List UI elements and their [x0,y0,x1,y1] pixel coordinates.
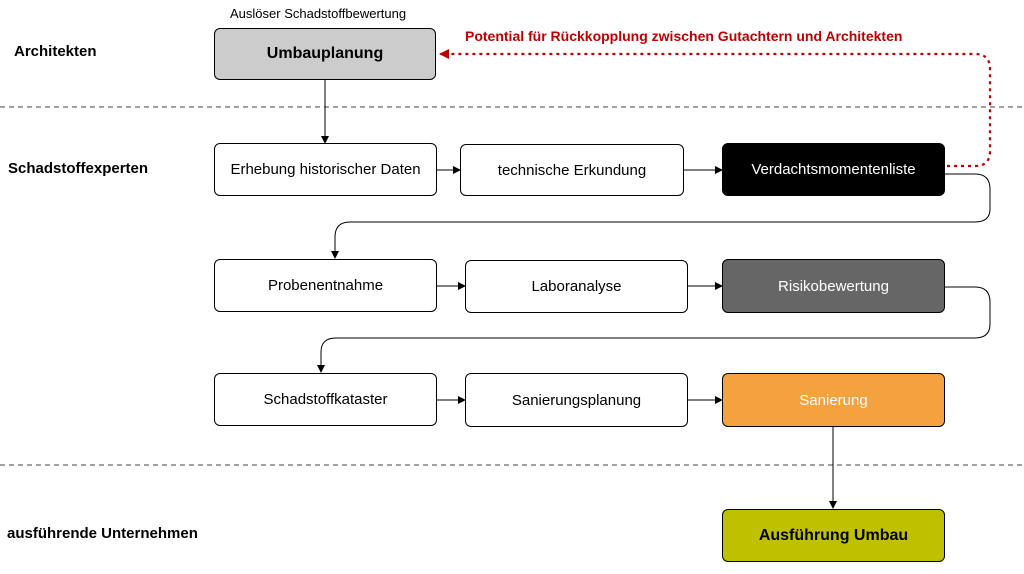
feedback-label: Potential für Rückkopplung zwischen Guta… [465,28,903,44]
step-sanierung: Sanierung [722,373,945,427]
step-ausfuehrung-umbau: Ausführung Umbau [722,509,945,562]
step-erkundung: technische Erkundung [460,144,684,196]
step-laboranalyse: Laboranalyse [465,260,688,313]
step-erhebung: Erhebung historischer Daten [214,143,437,196]
lane-label-experts: Schadstoffexperten [8,160,149,177]
step-verdachtsmomentenliste: Verdachtsmomentenliste [722,143,945,196]
step-risikobewertung: Risikobewertung [722,259,945,313]
feedback-arrow [439,49,992,168]
step-sanierungsplanung: Sanierungsplanung [465,373,688,427]
step-umbauplanung: Umbauplanung [214,28,436,80]
lane-label-architects: Architekten [14,43,97,60]
connector-row1-to-row2 [331,173,991,259]
lane-label-contractors: ausführende Unternehmen [7,525,198,542]
connector-row2-to-row3 [317,286,991,373]
trigger-note: Auslöser Schadstoffbewertung [230,6,407,21]
step-probenentnahme: Probenentnahme [214,259,437,312]
step-schadstoffkataster: Schadstoffkataster [214,373,437,426]
